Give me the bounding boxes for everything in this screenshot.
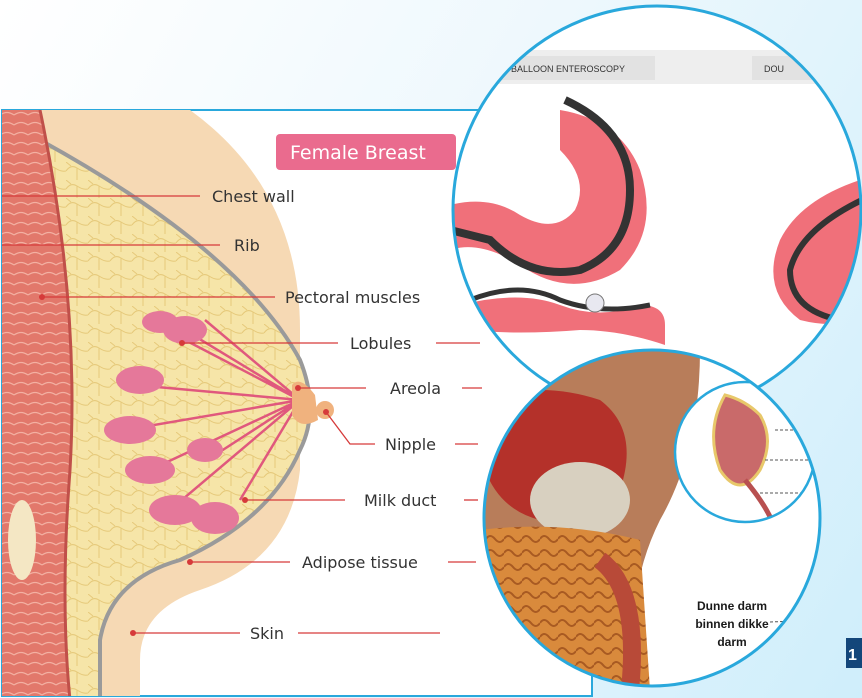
stomach-organ: [530, 462, 630, 538]
label-rib: Rib: [234, 236, 260, 255]
enteroscopy-header-right: DOU: [764, 64, 784, 74]
label-pectoral-muscles: Pectoral muscles: [285, 288, 420, 307]
label-milk-duct: Milk duct: [364, 491, 436, 510]
label-chest-wall: Chest wall: [212, 187, 295, 206]
anatomy-caption-line-2: binnen dikke: [695, 617, 769, 631]
label-areola: Areola: [390, 379, 441, 398]
anatomy-caption-line-3: darm: [717, 635, 746, 649]
label-adipose-tissue: Adipose tissue: [302, 553, 418, 572]
enteroscopy-header-left: E-BALLOON ENTEROSCOPY: [502, 64, 625, 74]
corner-badge-text: 1: [848, 647, 857, 664]
label-lobules: Lobules: [350, 334, 411, 353]
anatomy-caption-line-1: Dunne darm: [697, 599, 767, 613]
panel-title: Female Breast: [290, 142, 426, 164]
label-skin: Skin: [250, 624, 284, 643]
label-nipple: Nipple: [385, 435, 436, 454]
corner-badge: 1: [846, 638, 862, 668]
